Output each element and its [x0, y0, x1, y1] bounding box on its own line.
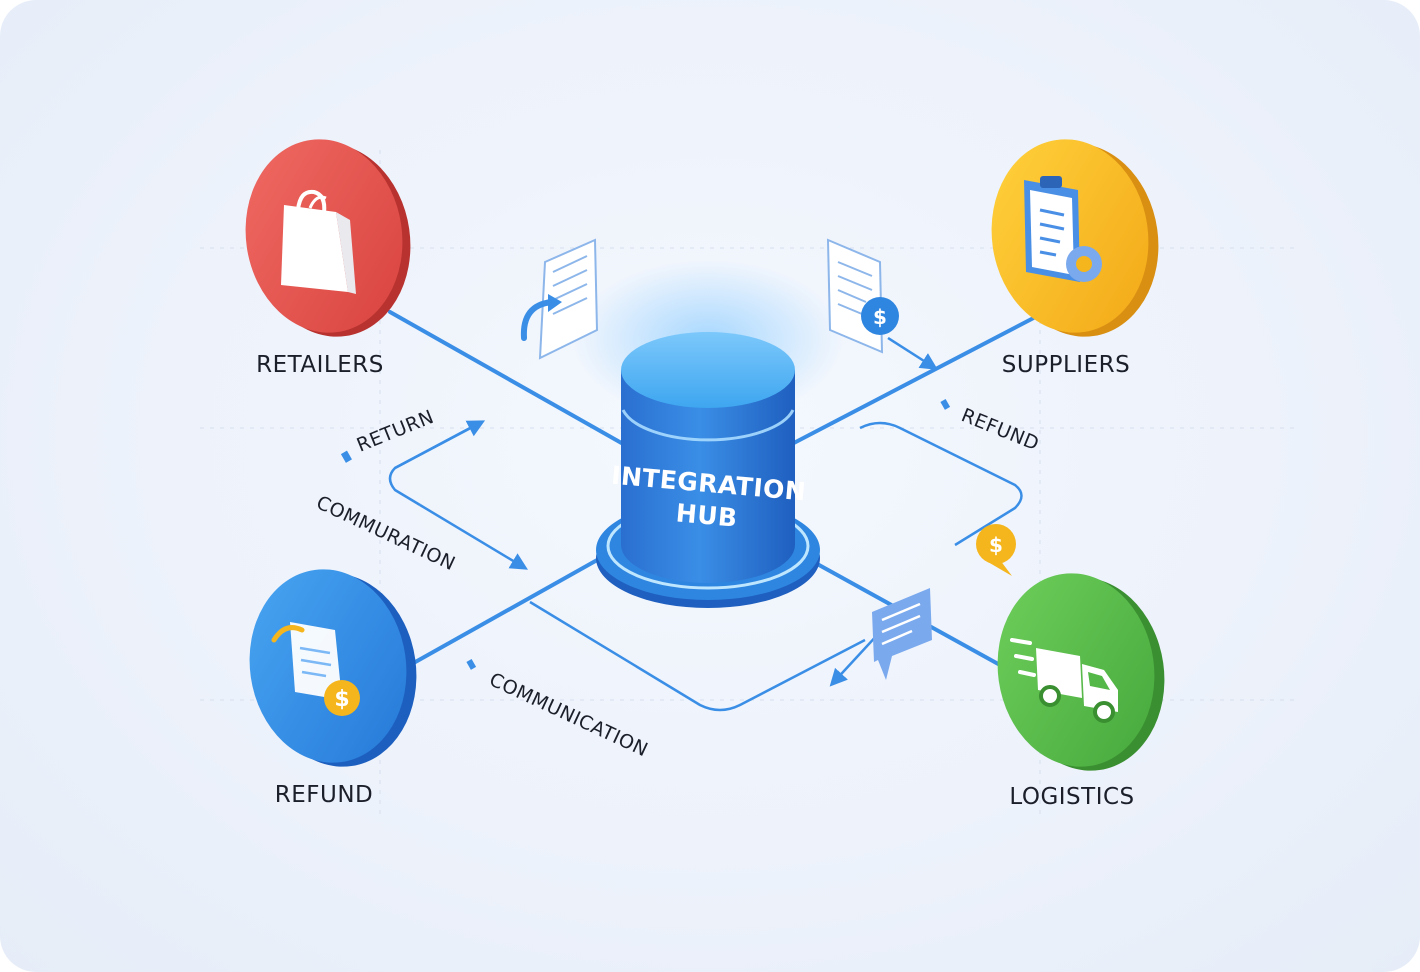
communication-loop-path	[529, 600, 866, 712]
hub-cylinder-side	[621, 370, 795, 583]
flow-paths	[388, 336, 1023, 712]
flow-markers	[340, 399, 951, 670]
dollar-bubble-icon: $	[976, 524, 1016, 576]
svg-text:$: $	[989, 533, 1003, 557]
communication-flow-arrow	[829, 631, 881, 687]
retailers-label: RETAILERS	[256, 352, 384, 378]
retailers-node[interactable]	[233, 129, 422, 347]
delivery-truck-icon	[1010, 638, 1118, 723]
refund-loop-path	[859, 421, 1023, 547]
suppliers-connector	[788, 310, 1047, 447]
svg-text:$: $	[334, 687, 349, 712]
commuration-flow-arrow	[419, 503, 529, 570]
suppliers-label: SUPPLIERS	[1002, 352, 1130, 378]
supplier-document-arrow	[887, 336, 938, 370]
logistics-node[interactable]	[985, 563, 1176, 781]
return-flow-path	[388, 426, 471, 507]
hub-title-line-2: HUB	[675, 498, 739, 532]
clipboard-gear-icon	[1024, 176, 1102, 282]
integration-hub[interactable]: INTEGRATION HUB	[573, 260, 843, 608]
refund-connector	[408, 548, 617, 667]
refund-node-label: REFUND	[275, 782, 374, 808]
refund-node[interactable]: $	[237, 559, 428, 777]
hub-top-rim	[621, 409, 795, 442]
return-document-icon	[520, 238, 599, 360]
hub-cylinder-top	[621, 332, 795, 408]
refund-flow-label: REFUND	[958, 404, 1042, 455]
invoice-dollar-icon: $	[826, 238, 899, 354]
chat-bubble-icon	[872, 588, 932, 680]
retailers-connector	[388, 310, 627, 447]
commuration-flow-label: COMMURATION	[313, 492, 459, 576]
suppliers-node[interactable]	[979, 129, 1170, 347]
return-flow-label: RETURN	[354, 406, 437, 457]
communication-flow-label: COMMUNICATION	[486, 669, 652, 762]
document-refund-icon: $	[271, 622, 360, 716]
return-flow-arrow	[394, 420, 486, 470]
svg-text:$: $	[873, 305, 887, 329]
logistics-label: LOGISTICS	[1009, 784, 1134, 810]
shopping-bag-icon	[281, 189, 356, 294]
